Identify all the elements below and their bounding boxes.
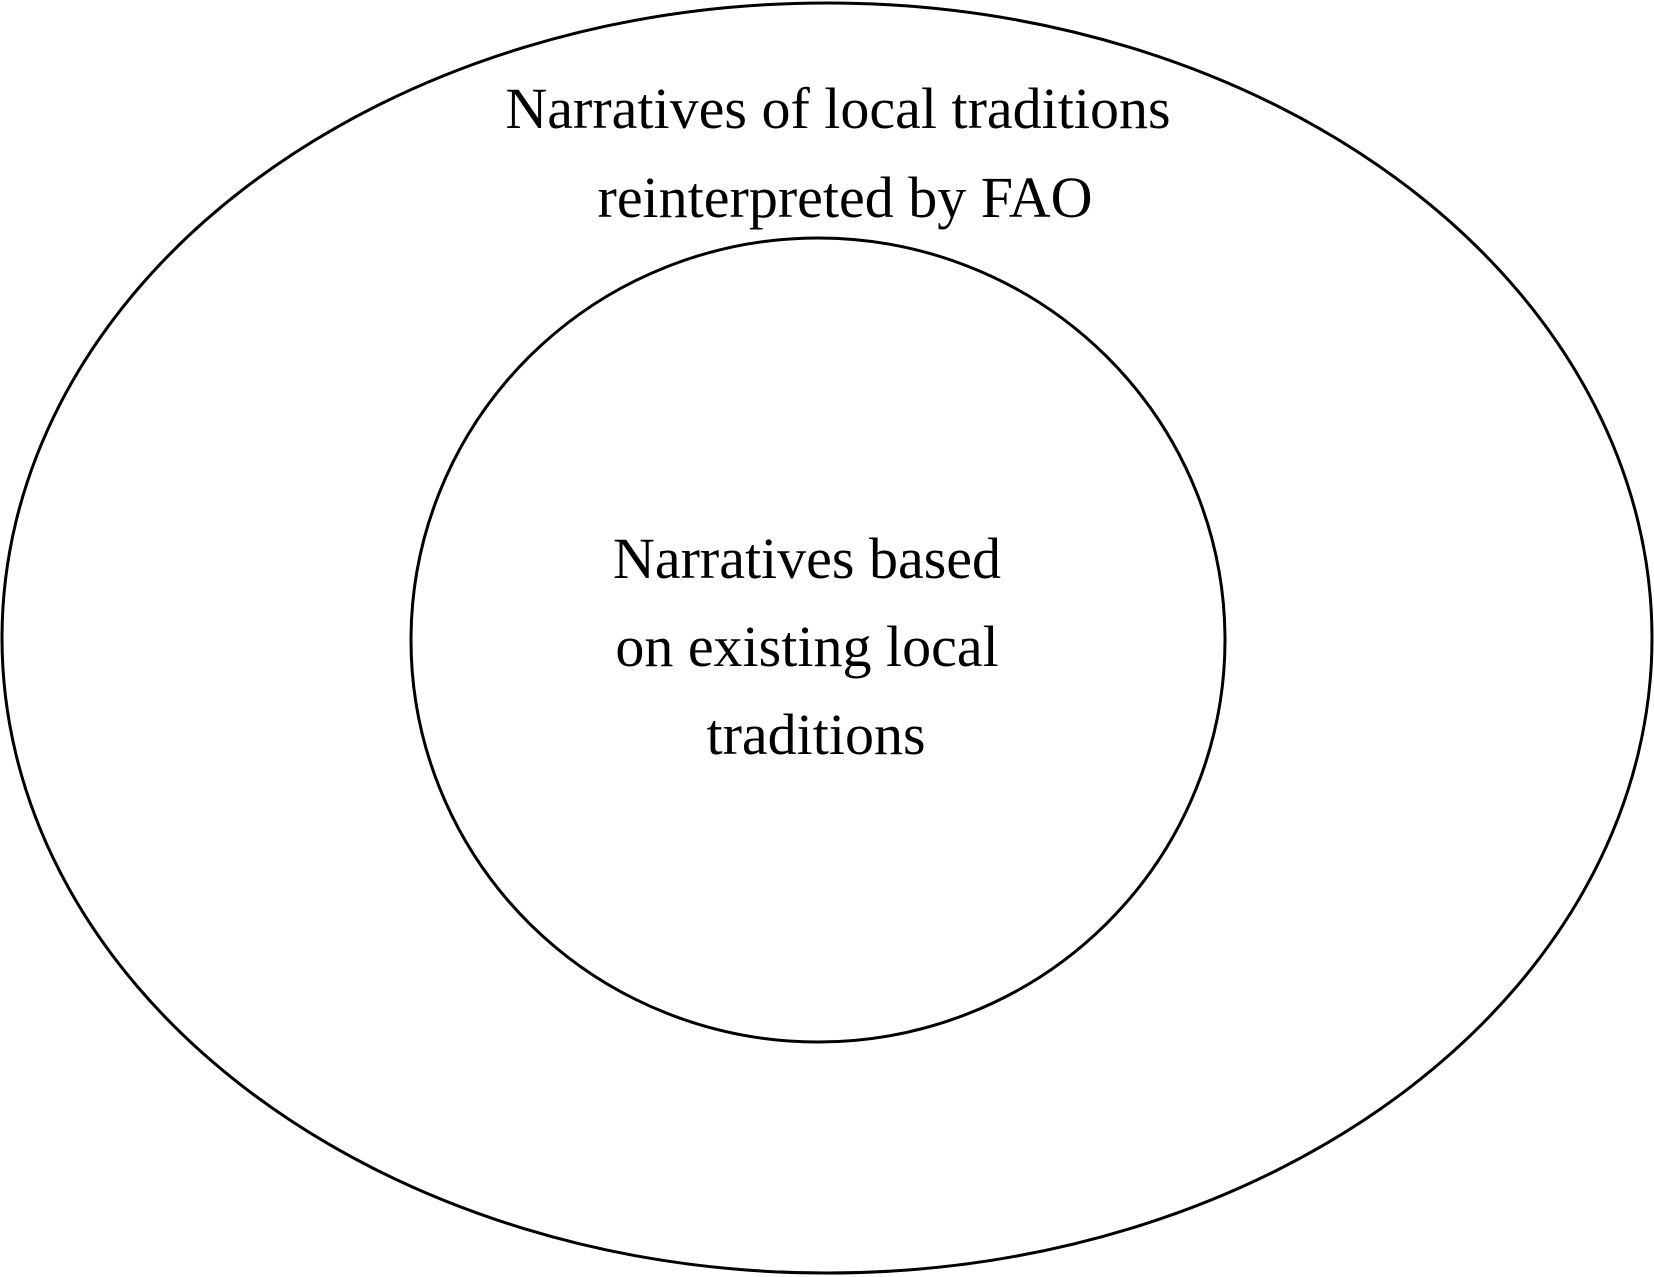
inner-ellipse [409,236,1227,1044]
inner-label-line-2: on existing local [615,614,998,679]
outer-label-line-2: reinterpreted by FAO [598,165,1093,230]
outer-label-line-1: Narratives of local traditions [505,76,1170,141]
inner-label-line-3: traditions [706,702,925,767]
inner-label-line-1: Narratives based [613,526,1001,591]
